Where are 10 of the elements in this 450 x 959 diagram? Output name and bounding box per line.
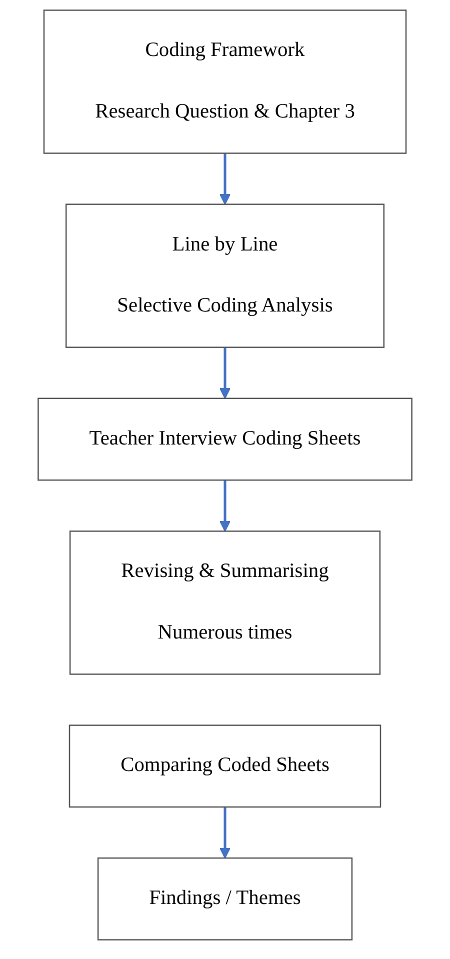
node-box: Findings / Themes	[97, 857, 353, 940]
arrow	[219, 807, 231, 859]
node-box: Coding Framework Research Question & Chapter 3	[43, 10, 407, 154]
arrow	[219, 347, 231, 399]
node-box: Revising & Summarising Numerous times	[69, 530, 381, 675]
node-box: Teacher Interview Coding Sheets	[38, 398, 412, 481]
arrow	[219, 153, 231, 205]
node-box: Comparing Coded Sheets	[68, 724, 382, 808]
node-box: Line by Line Selective Coding Analysis	[65, 204, 385, 348]
arrow	[219, 480, 231, 532]
